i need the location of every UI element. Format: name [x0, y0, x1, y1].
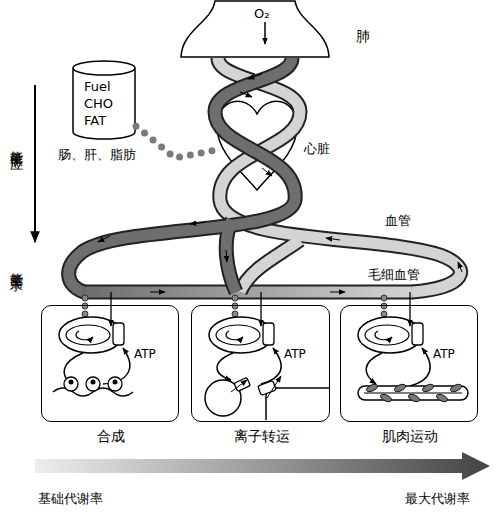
- fuel-label: Fuel CHO FAT: [84, 78, 128, 129]
- ribosome: [86, 377, 100, 391]
- fuel-dot: [232, 303, 238, 309]
- fuel-dot: [232, 295, 238, 301]
- fuel-dot: [381, 295, 387, 301]
- ribosome: [108, 377, 122, 391]
- heart-shape: [217, 101, 297, 190]
- myosin-head: [365, 383, 378, 394]
- flow-arrow: [248, 74, 262, 79]
- flow-arrow: [150, 292, 165, 293]
- oxygen-arrow: [409, 292, 410, 326]
- axis-label: 能量供应: [8, 140, 25, 148]
- vein-vessel: [240, 240, 300, 292]
- fuel-dot: [82, 311, 88, 317]
- scale-label: 基础代谢率: [38, 490, 103, 507]
- oxygen-arrow: [264, 22, 266, 44]
- cycle-arrow: [375, 331, 392, 340]
- organ-label: 肠、肝、脂肪: [58, 146, 158, 163]
- actin-line: [364, 392, 462, 393]
- ion-arrow: [267, 376, 281, 398]
- lung-shape: [181, 1, 329, 57]
- cell-illustration: [53, 292, 133, 396]
- vessel-label: 血管: [385, 212, 411, 229]
- gas-label: O₂: [254, 5, 294, 22]
- mitochondrion: [358, 317, 422, 353]
- atp-label: ATP: [284, 346, 324, 363]
- ribosome: [64, 377, 78, 391]
- myosin-head: [407, 393, 420, 404]
- flow-arrow: [190, 222, 205, 224]
- mitochondrion-inner: [66, 325, 110, 345]
- mitochondrion-inner: [216, 325, 260, 345]
- oxygen-arrow: [260, 292, 261, 326]
- organ-label: 肺: [356, 28, 386, 45]
- cell-box: ATP离子转运: [191, 305, 330, 422]
- organ-label: 心脏: [304, 140, 344, 157]
- lung-node: O₂肺: [180, 0, 330, 58]
- atp-synthase: [113, 323, 124, 345]
- atp-synthase: [412, 323, 423, 345]
- artery-vessel: [226, 220, 236, 292]
- flow-arrow: [326, 238, 340, 240]
- axis-label: 能量需求: [8, 262, 25, 270]
- adp-arrow: [410, 348, 430, 386]
- ribosome-core: [113, 380, 118, 385]
- flow-arrow: [330, 292, 345, 293]
- fuel-dot: [381, 311, 387, 317]
- myosin-head: [449, 383, 462, 394]
- adp-arrow: [261, 348, 281, 384]
- myosin-head: [393, 383, 406, 394]
- fuel-dot: [381, 303, 387, 309]
- process-label: 合成: [42, 428, 180, 445]
- fuel-dot: [82, 303, 88, 309]
- cycle-arrow: [226, 331, 243, 340]
- flow-arrow: [458, 262, 462, 272]
- atp-arrow: [217, 353, 233, 380]
- ion-pump: [234, 377, 250, 391]
- ion-arrow: [231, 380, 247, 392]
- metabolic-rate-arrow: [35, 452, 490, 480]
- oxygen-arrow: [110, 292, 111, 326]
- mitochondrion: [59, 317, 123, 353]
- vessel-outline: [218, 58, 461, 292]
- flow-arrow: [240, 92, 252, 97]
- cell-box: ATP肌肉运动: [340, 305, 478, 422]
- fuel-store: Fuel CHO FAT肠、肝、脂肪: [72, 60, 136, 140]
- fuel-cylinder: [73, 61, 135, 139]
- energy-arrow: [34, 85, 36, 242]
- vessel-outline: [226, 220, 236, 292]
- fuel-supply-dots: [136, 126, 212, 158]
- flow-arrow: [226, 250, 227, 262]
- mitochondrion-inner: [365, 325, 409, 345]
- cell-box: ATP合成: [41, 305, 179, 422]
- atp-label: ATP: [433, 346, 473, 363]
- fuel-dot: [232, 311, 238, 317]
- vessel-outline: [240, 240, 300, 292]
- flow-arrow: [98, 236, 110, 242]
- vessel-label: 毛细血管: [368, 266, 420, 283]
- ribosome-core: [91, 380, 96, 385]
- cell-illustration: [205, 292, 330, 420]
- vein-vessel: [218, 58, 461, 292]
- ribosome-core: [69, 380, 74, 385]
- process-label: 肌肉运动: [341, 428, 479, 445]
- atp-arrow: [366, 353, 382, 384]
- scale-label: 最大代谢率: [405, 490, 470, 507]
- fuel-dot: [82, 295, 88, 301]
- mitochondrion: [209, 317, 273, 353]
- myosin-head: [379, 393, 392, 404]
- myosin-head: [421, 383, 434, 394]
- cell-membrane: [266, 388, 330, 420]
- process-label: 离子转运: [192, 428, 331, 445]
- cycle-arrow: [76, 331, 93, 340]
- atp-label: ATP: [134, 346, 174, 363]
- myosin-head: [435, 393, 448, 404]
- atp-synthase: [263, 323, 274, 345]
